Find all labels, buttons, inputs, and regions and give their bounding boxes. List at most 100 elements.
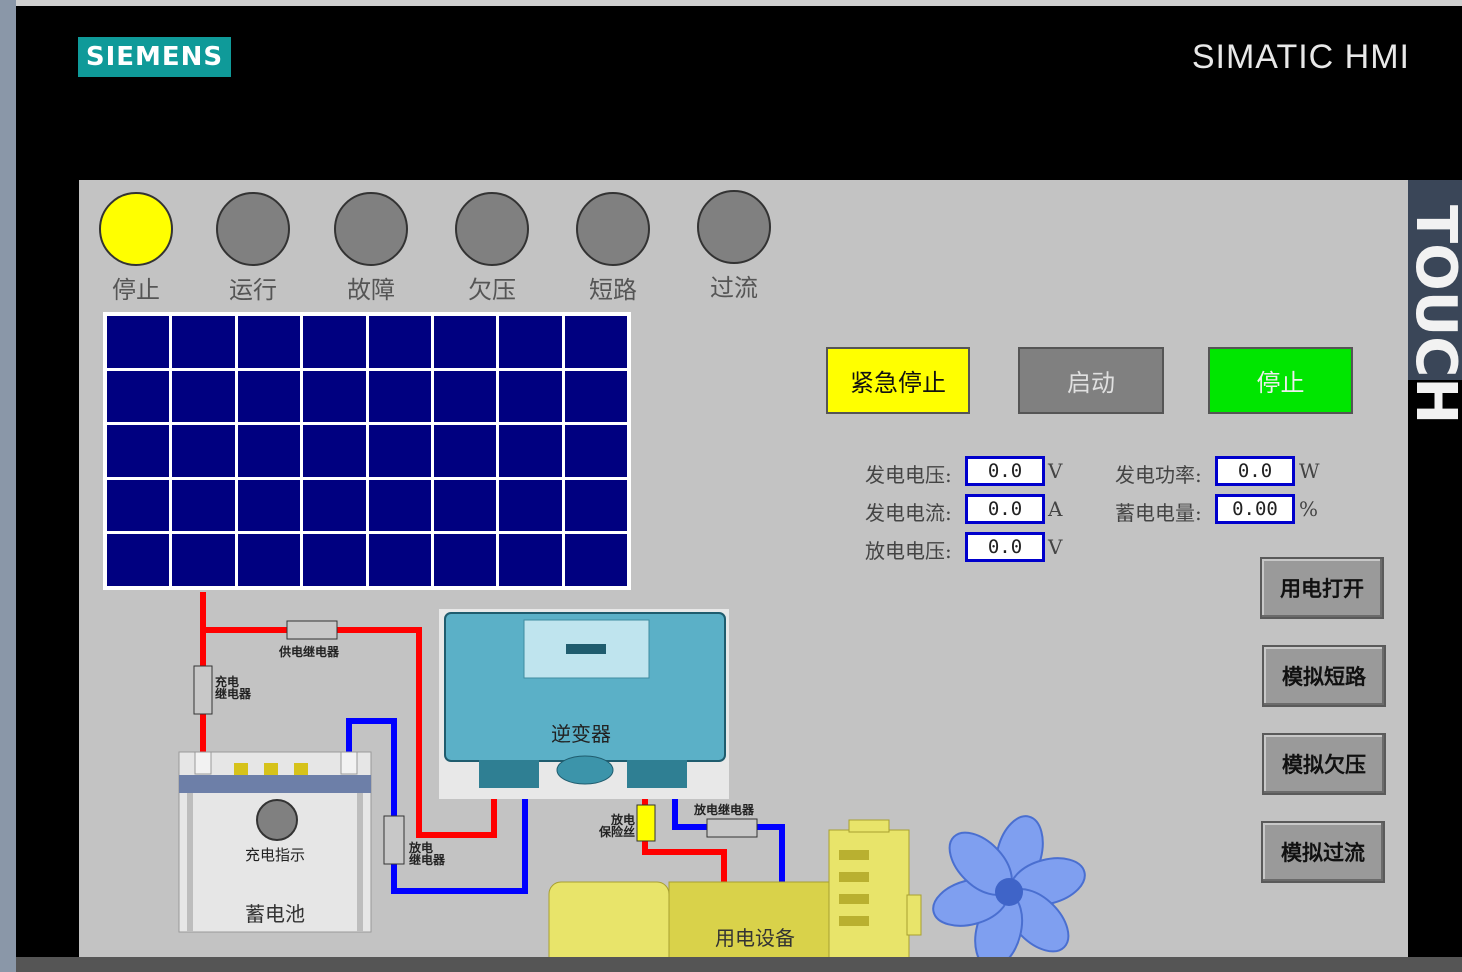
stop-lamp-icon [99, 192, 173, 266]
solar-cell [237, 425, 301, 477]
hmi-screen: 停止 运行 故障 欠压 短路 过流 [79, 180, 1408, 972]
simulate-short-button[interactable]: 模拟短路 [1262, 645, 1386, 707]
gen-voltage-unit: V [1048, 459, 1063, 483]
bezel-left [0, 0, 16, 972]
solar-cell [564, 425, 627, 477]
solar-cell [303, 370, 366, 423]
solar-cell [303, 479, 366, 532]
indicator-fault-label: 故障 [347, 276, 395, 304]
supply-relay-icon [286, 620, 338, 640]
siemens-logo: SIEMENS [78, 37, 231, 77]
battery-label: 蓄电池 [245, 902, 305, 926]
simulate-undervoltage-button[interactable]: 模拟欠压 [1262, 733, 1386, 795]
solar-cell [107, 479, 170, 532]
charge-indicator-lamp-icon [256, 799, 298, 841]
charge-indicator-label: 充电指示 [245, 846, 306, 864]
indicator-short: 短路 [576, 192, 650, 305]
solar-cell [368, 534, 431, 586]
solar-cell [368, 316, 431, 368]
emergency-stop-button[interactable]: 紧急停止 [826, 347, 970, 414]
solar-cell [499, 370, 562, 423]
solar-cell [107, 534, 170, 586]
solar-cell [564, 534, 627, 586]
indicator-run: 运行 [216, 192, 290, 305]
battery-level-unit: % [1299, 497, 1319, 521]
solar-cell [499, 534, 562, 586]
discharge-relay-right-label: 放电继电器 [694, 803, 755, 817]
solar-cell [564, 370, 627, 423]
solar-cell [172, 479, 235, 532]
positive-wire [200, 592, 497, 838]
battery-icon [178, 751, 372, 933]
indicator-undervoltage-label: 欠压 [468, 276, 516, 304]
fuse-icon [636, 804, 656, 842]
fault-lamp-icon [334, 192, 408, 266]
solar-cell [433, 316, 497, 368]
indicator-fault: 故障 [334, 192, 408, 305]
fuse-label: 放电 保险丝 [598, 813, 635, 839]
battery-level-field: 0.00 [1215, 494, 1295, 524]
stop-button[interactable]: 停止 [1208, 347, 1353, 414]
fan-icon [932, 815, 1086, 969]
negative-wire [346, 718, 528, 894]
solar-cell [172, 316, 235, 368]
solar-cell [368, 370, 431, 423]
solar-cell [499, 425, 562, 477]
solar-cell [433, 425, 497, 477]
gen-power-field: 0.0 [1215, 456, 1295, 486]
solar-cell [368, 425, 431, 477]
indicator-stop-label: 停止 [112, 276, 160, 304]
solar-cell [107, 370, 170, 423]
solar-cell [303, 316, 366, 368]
solar-panel [103, 312, 631, 590]
touch-label: TOUCH [1403, 205, 1462, 425]
gen-current-label: 发电电流: [865, 501, 952, 525]
inverter-label: 逆变器 [551, 722, 611, 746]
inverter-icon [439, 609, 729, 799]
discharge-relay-label: 放电 继电器 [409, 841, 446, 867]
solar-cell [237, 479, 301, 532]
solar-cell [303, 425, 366, 477]
touch-strip [1408, 180, 1462, 380]
solar-cell [433, 479, 497, 532]
solar-cell [303, 534, 366, 586]
solar-cell [499, 479, 562, 532]
gen-current-field: 0.0 [965, 494, 1045, 524]
gen-power-unit: W [1299, 459, 1320, 483]
solar-cell [237, 370, 301, 423]
gen-power-label: 发电功率: [1115, 463, 1202, 487]
solar-cell [172, 370, 235, 423]
solar-cell [107, 425, 170, 477]
solar-cell [172, 534, 235, 586]
bezel-bottom [16, 957, 1462, 972]
discharge-relay-icon [383, 815, 405, 865]
overcurrent-lamp-icon [697, 190, 771, 264]
gen-voltage-field: 0.0 [965, 456, 1045, 486]
power-on-button[interactable]: 用电打开 [1260, 557, 1384, 619]
solar-cell [368, 479, 431, 532]
solar-cell [564, 316, 627, 368]
simulate-overcurrent-button[interactable]: 模拟过流 [1261, 821, 1385, 883]
solar-cell [237, 316, 301, 368]
solar-cell [433, 534, 497, 586]
battery-level-label: 蓄电电量: [1115, 501, 1202, 525]
indicator-overcurrent: 过流 [697, 190, 771, 303]
wiring-diagram [178, 592, 1086, 972]
dis-voltage-label: 放电电压: [865, 539, 952, 563]
charge-relay-icon [193, 665, 213, 715]
dis-voltage-unit: V [1048, 535, 1063, 559]
solar-cell [433, 370, 497, 423]
dis-voltage-field: 0.0 [965, 532, 1045, 562]
solar-cell [564, 479, 627, 532]
solar-cell [499, 316, 562, 368]
solar-cell [237, 534, 301, 586]
solar-cell [107, 316, 170, 368]
start-button[interactable]: 启动 [1018, 347, 1164, 414]
indicator-undervoltage: 欠压 [455, 192, 529, 305]
charge-relay-label: 充电 继电器 [215, 675, 252, 701]
supply-relay-label: 供电继电器 [279, 645, 340, 659]
gen-voltage-label: 发电电压: [865, 463, 952, 487]
indicator-overcurrent-label: 过流 [710, 274, 758, 302]
undervoltage-lamp-icon [455, 192, 529, 266]
load-device-label: 用电设备 [715, 926, 795, 950]
